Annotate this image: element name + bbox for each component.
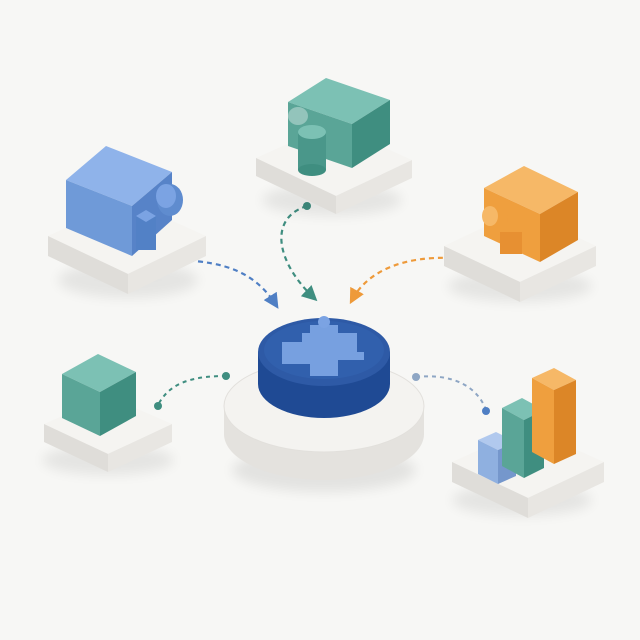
connector-dot — [482, 407, 490, 415]
teal-puzzle-block — [256, 78, 412, 216]
central-integration-hub — [223, 316, 425, 492]
connector-hub-to-chart — [415, 375, 487, 411]
cube-icon — [62, 354, 136, 436]
connector-dot — [154, 402, 162, 410]
connector-dot — [412, 373, 420, 381]
connector-orange-to-hub — [349, 256, 453, 305]
puzzle-plus-icon — [282, 316, 364, 376]
puzzle-piece-icon — [482, 205, 522, 254]
blue-puzzle-block — [48, 146, 206, 298]
connector-teal-to-hub — [280, 204, 318, 302]
puzzle-piece-icon — [136, 184, 183, 250]
connector-hub-to-cube — [157, 375, 227, 406]
puzzle-piece-icon — [288, 107, 326, 176]
bar-tall — [532, 368, 576, 390]
bar-chart-block — [452, 368, 604, 518]
orange-puzzle-block — [444, 166, 596, 302]
teal-cube-block — [42, 354, 174, 475]
bar-chart-icon — [478, 368, 576, 484]
connector-dot — [222, 372, 230, 380]
connectors — [154, 202, 490, 415]
